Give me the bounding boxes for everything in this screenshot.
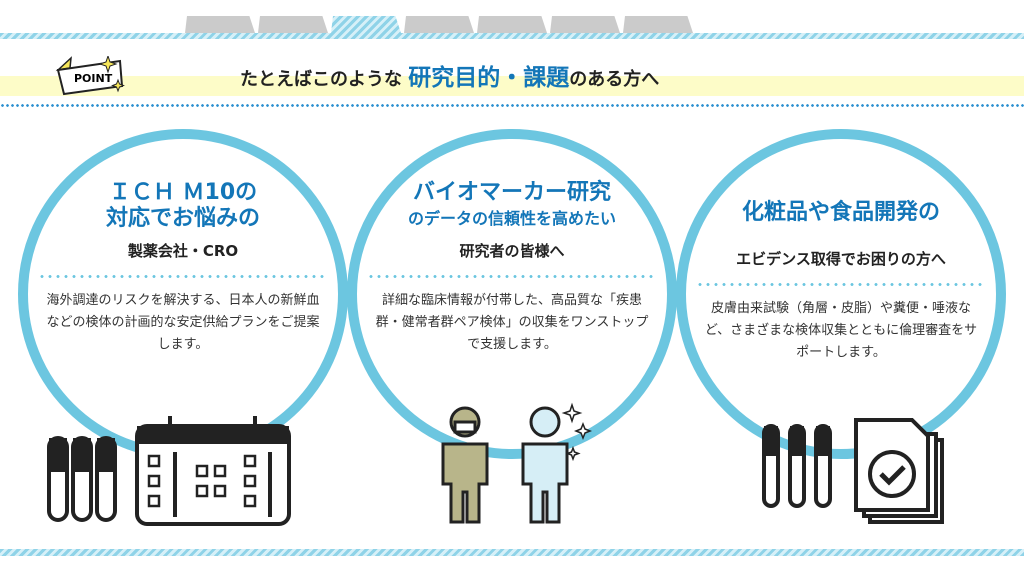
headline: たとえばこのような 研究目的・課題のある方へ — [240, 58, 659, 92]
point-flag-icon: POINT — [55, 56, 125, 96]
card-audience: 製薬会社・CRO — [127, 242, 239, 260]
dotted-separator — [38, 275, 328, 278]
card-body: 海外調達のリスクを解決する、日本人の新鮮血などの検体の計画的な安定供給プランをご… — [46, 293, 320, 352]
nav-tab-6[interactable] — [550, 16, 620, 33]
card-title: 化粧品や食品開発の — [741, 200, 940, 225]
card-audience: エビデンス取得でお困りの方へ — [736, 250, 946, 268]
card-title: ＩＣＨ Ｍ10の対応でお悩みの — [105, 180, 260, 231]
headline-prefix: たとえばこのような — [240, 69, 402, 90]
nav-tab-7[interactable] — [623, 16, 693, 33]
card-circle-1 — [18, 129, 348, 459]
card-audience: 研究者の皆様へ — [459, 242, 565, 260]
dotted-separator — [696, 283, 986, 286]
card-title: バイオマーカー研究のデータの信頼性を高めたい — [407, 180, 616, 228]
card-cosmetics: 化粧品や食品開発の エビデンス取得でお困りの方へ 皮膚由来試験（角層・皮脂）や糞… — [691, 200, 991, 364]
dotted-divider — [0, 104, 1024, 107]
test-tubes-document-check-icon — [762, 418, 944, 524]
nav-tab-1[interactable] — [185, 16, 255, 33]
card-circle-2 — [347, 129, 677, 459]
researchers-icon — [441, 402, 593, 524]
nav-tab-3-active[interactable] — [331, 16, 401, 33]
highlight-band — [0, 76, 1024, 96]
card-circle-3 — [676, 129, 1006, 459]
point-label: POINT — [74, 72, 113, 85]
top-stripe — [0, 33, 1024, 39]
nav-tab-2[interactable] — [258, 16, 328, 33]
headline-emphasis: 研究目的・課題 — [408, 65, 570, 91]
nav-tab-4[interactable] — [404, 16, 474, 33]
headline-suffix: のある方へ — [569, 69, 660, 90]
dotted-separator — [367, 275, 657, 278]
bottom-stripe — [0, 549, 1024, 556]
nav-tab-5[interactable] — [477, 16, 547, 33]
card-biomarker: バイオマーカー研究のデータの信頼性を高めたい 研究者の皆様へ 詳細な臨床情報が付… — [362, 180, 662, 356]
card-body: 皮膚由来試験（角層・皮脂）や糞便・唾液など、さまざまな検体収集とともに倫理審査を… — [704, 301, 978, 360]
card-pharma: ＩＣＨ Ｍ10の対応でお悩みの 製薬会社・CRO 海外調達のリスクを解決する、日… — [33, 180, 333, 356]
test-tubes-calendar-icon — [47, 416, 291, 526]
card-body: 詳細な臨床情報が付帯した、高品質な「疾患群・健常者群ペア検体」の収集をワンストッ… — [375, 293, 649, 352]
